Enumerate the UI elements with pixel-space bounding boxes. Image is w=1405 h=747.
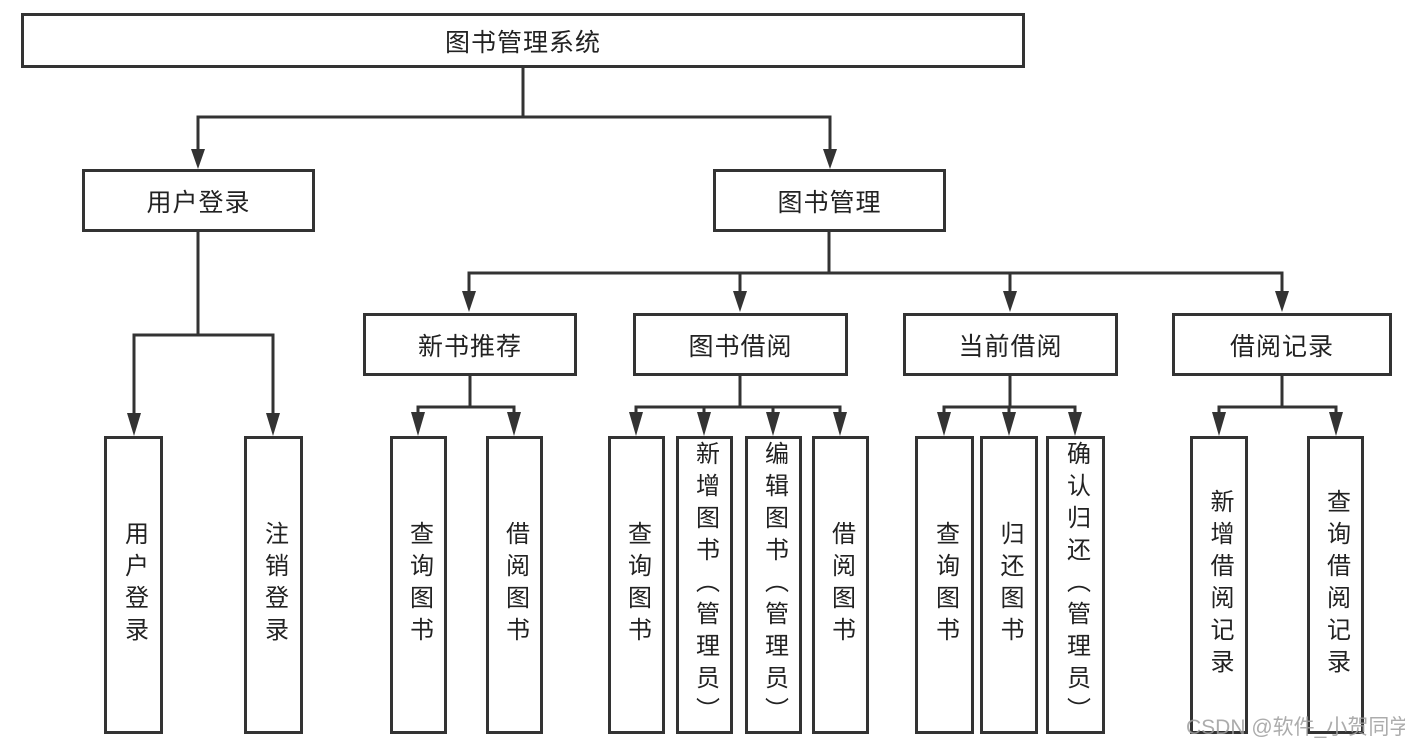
leaf-query-books-borrowing-label: 查询图书 (623, 521, 651, 649)
leaf-logout-label: 注销登录 (260, 521, 288, 649)
leaf-add-book-admin: 新增图书（管理员） (676, 436, 733, 734)
node-user-login: 用户登录 (82, 169, 315, 232)
leaf-return-books-label: 归还图书 (996, 521, 1023, 649)
leaf-confirm-return-admin: 确认归还（管理员） (1046, 436, 1105, 734)
leaf-edit-book-admin-label: 编辑图书（管理员） (760, 441, 788, 729)
node-book-management: 图书管理 (713, 169, 946, 232)
leaf-add-borrow-record-label: 新增借阅记录 (1206, 489, 1233, 681)
node-root-label: 图书管理系统 (444, 28, 601, 57)
leaf-add-borrow-record: 新增借阅记录 (1190, 436, 1248, 734)
node-borrowing-records-label: 借阅记录 (1229, 332, 1334, 361)
leaf-borrow-books-borrowing-label: 借阅图书 (827, 521, 855, 649)
node-user-login-label: 用户登录 (146, 188, 251, 217)
node-borrowing-records: 借阅记录 (1172, 313, 1392, 376)
csdn-watermark: CSDN @软件_小贺同学 (1186, 716, 1405, 739)
leaf-query-borrow-record-label: 查询借阅记录 (1322, 489, 1350, 681)
leaf-query-borrow-record: 查询借阅记录 (1307, 436, 1364, 734)
arrowheads (127, 149, 1343, 436)
leaf-borrow-books-recommend-label: 借阅图书 (501, 521, 529, 649)
leaf-query-books-current: 查询图书 (915, 436, 974, 734)
node-current-borrowing: 当前借阅 (903, 313, 1118, 376)
leaf-query-books-current-label: 查询图书 (931, 521, 959, 649)
node-book-borrowing: 图书借阅 (633, 313, 848, 376)
leaf-query-books-recommend-label: 查询图书 (405, 521, 433, 649)
leaf-confirm-return-admin-label: 确认归还（管理员） (1062, 441, 1090, 729)
node-book-management-label: 图书管理 (777, 188, 882, 217)
leaf-edit-book-admin: 编辑图书（管理员） (745, 436, 802, 734)
leaf-borrow-books-recommend: 借阅图书 (486, 436, 543, 734)
leaf-return-books: 归还图书 (980, 436, 1038, 734)
node-new-book-recommend: 新书推荐 (363, 313, 577, 376)
leaf-borrow-books-borrowing: 借阅图书 (812, 436, 869, 734)
node-new-book-recommend-label: 新书推荐 (417, 332, 522, 361)
leaf-user-login: 用户登录 (104, 436, 163, 734)
leaf-query-books-recommend: 查询图书 (390, 436, 447, 734)
node-current-borrowing-label: 当前借阅 (958, 332, 1063, 361)
leaf-query-books-borrowing: 查询图书 (608, 436, 665, 734)
node-book-borrowing-label: 图书借阅 (688, 332, 793, 361)
node-root: 图书管理系统 (21, 13, 1025, 68)
leaf-logout: 注销登录 (244, 436, 303, 734)
leaf-user-login-label: 用户登录 (120, 521, 148, 649)
leaf-add-book-admin-label: 新增图书（管理员） (691, 441, 719, 729)
